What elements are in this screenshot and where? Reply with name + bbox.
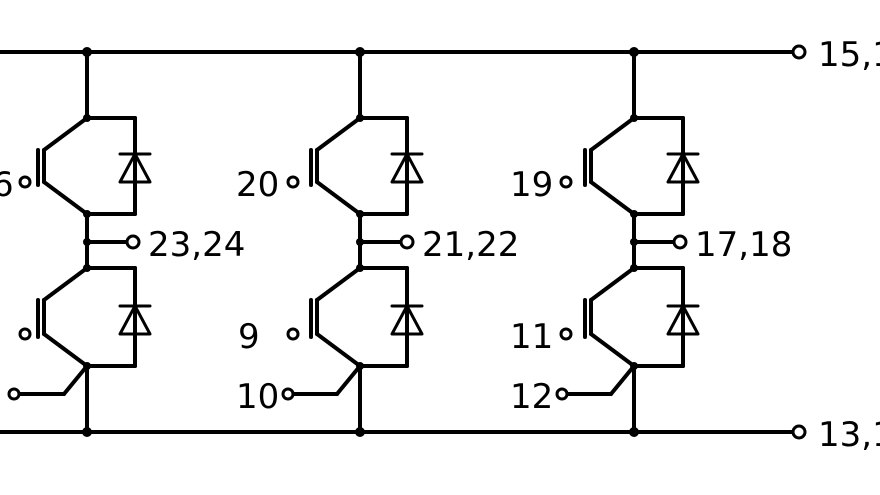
leg2-high-gate-label: 20 [236, 165, 279, 205]
leg3-low-gate-label: 11 [510, 317, 553, 357]
leg2-low-emitter-terminal [281, 387, 295, 401]
leg1-low-emitter-terminal [7, 387, 21, 401]
leg2-high-gate-terminal [286, 175, 300, 189]
leg3-low-emitter-label: 12 [510, 377, 553, 417]
phase2-output-label: 21,22 [422, 225, 519, 265]
leg2-high-igbt: 20 [236, 50, 424, 218]
phase3-output-terminal [672, 234, 688, 250]
phase2-output-terminal [399, 234, 415, 250]
leg1-low-igbt [18, 264, 152, 370]
leg1-high-igbt: 6 [0, 50, 152, 218]
leg3-high-diode [666, 152, 700, 184]
leg1-high-diode [118, 152, 152, 184]
top-rail-label: 15,1 [818, 35, 880, 75]
leg1-high-gate-terminal [18, 175, 32, 189]
leg3-low-emitter-terminal [555, 387, 569, 401]
leg3-high-igbt: 19 [510, 50, 700, 218]
leg3-low-igbt: 11 [510, 264, 700, 370]
leg2-low-igbt: 9 [238, 264, 424, 370]
leg3-low-gate-terminal [559, 327, 573, 341]
leg1-low-diode [118, 304, 152, 336]
top-rail-terminal [791, 44, 807, 60]
leg3-high-gate-terminal [559, 175, 573, 189]
phase1-output-terminal [125, 234, 141, 250]
leg-1: 6 23,24 [0, 47, 245, 437]
leg2-high-diode [390, 152, 424, 184]
bottom-rail-terminal [791, 424, 807, 440]
leg3-high-gate-label: 19 [510, 165, 553, 205]
leg1-low-gate-terminal [18, 327, 32, 341]
leg3-low-diode [666, 304, 700, 336]
phase1-output-label: 23,24 [148, 225, 245, 265]
bottom-rail-label: 13,1 [818, 415, 880, 455]
leg1-high-gate-label: 6 [0, 165, 14, 205]
leg2-low-diode [390, 304, 424, 336]
phase3-output-label: 17,18 [695, 225, 792, 265]
leg2-low-gate-label: 9 [238, 317, 260, 357]
leg2-low-gate-terminal [286, 327, 300, 341]
leg-2: 20 21,22 9 10 [236, 47, 519, 437]
leg-3: 19 17,18 11 12 [510, 47, 792, 437]
leg2-low-emitter-label: 10 [236, 377, 279, 417]
